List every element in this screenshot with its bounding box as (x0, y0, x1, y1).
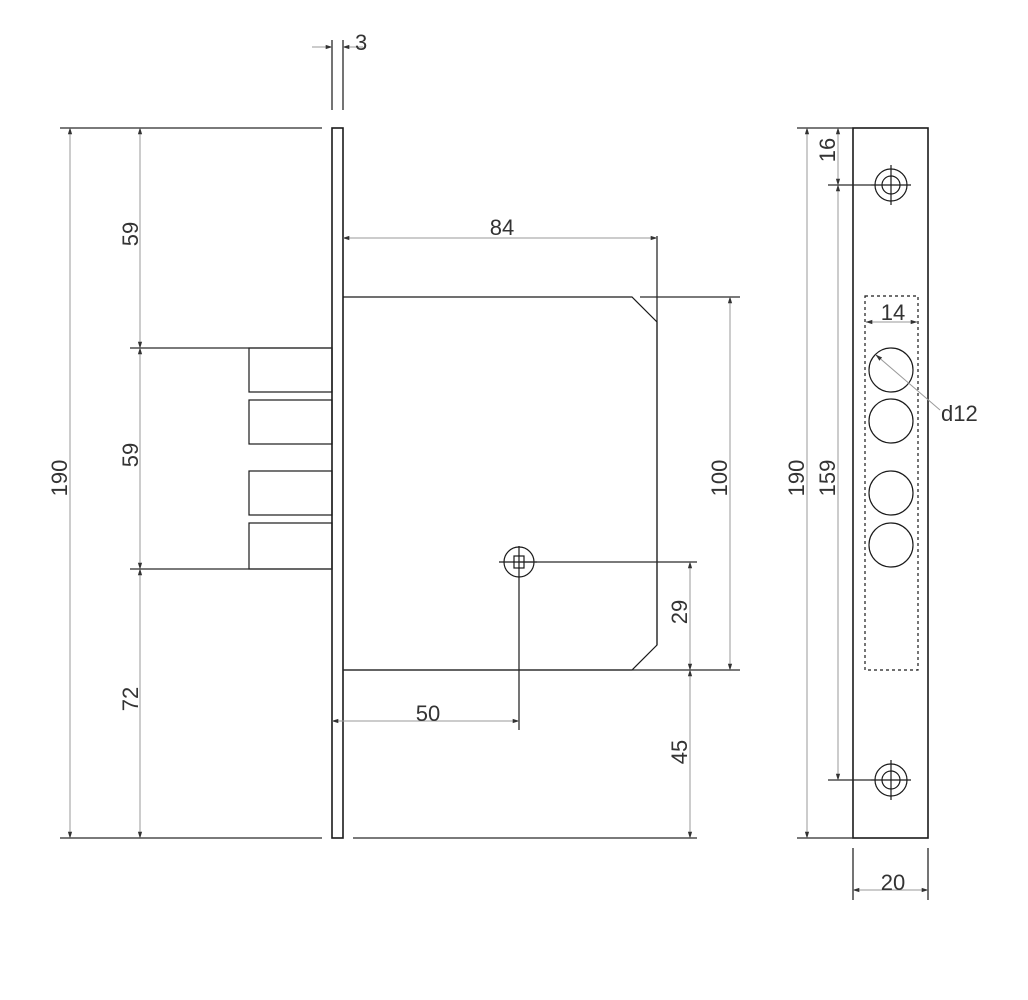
dim-case-depth: 84 (490, 215, 514, 240)
dim-bolt-span: 59 (118, 443, 143, 467)
dim-bottom-case-gap: 45 (667, 740, 692, 764)
bolt-1 (248, 347, 333, 393)
dim-screw-spacing: 159 (815, 460, 840, 497)
dim-screw-top: 16 (815, 138, 840, 162)
strike-plate (852, 127, 929, 839)
bolt-hole-1 (868, 347, 914, 393)
bolt-hole-3 (868, 470, 914, 516)
bolt-holes-area (864, 295, 919, 671)
face-plate (331, 127, 344, 839)
dim-bolt-hole-width: 14 (881, 300, 905, 325)
dim-bottom-offset: 72 (118, 687, 143, 711)
dim-top-offset: 59 (118, 222, 143, 246)
screw-top (871, 165, 911, 205)
cylinder-symbol (499, 546, 537, 730)
dim-strike-width: 20 (881, 870, 905, 895)
front-view: 190 159 16 14 d12 20 (784, 127, 978, 900)
dim-cylinder-backset: 50 (416, 701, 440, 726)
bolt-3 (248, 470, 333, 516)
bolt-hole-2 (868, 398, 914, 444)
dim-case-height: 100 (707, 460, 732, 497)
bolt-2 (248, 399, 333, 445)
dim-plate-thickness: 3 (355, 30, 367, 55)
dim-cylinder-height: 29 (667, 600, 692, 624)
bolt-hole-4 (868, 522, 914, 568)
bolt-4 (248, 522, 333, 570)
dim-height-total: 190 (47, 460, 72, 497)
dim-bolt-hole-diameter: d12 (941, 401, 978, 426)
lock-case (343, 296, 658, 671)
side-view: 3 190 59 59 72 84 100 29 50 45 (47, 30, 740, 839)
screw-bottom (871, 760, 911, 800)
dim-strike-height: 190 (784, 460, 809, 497)
